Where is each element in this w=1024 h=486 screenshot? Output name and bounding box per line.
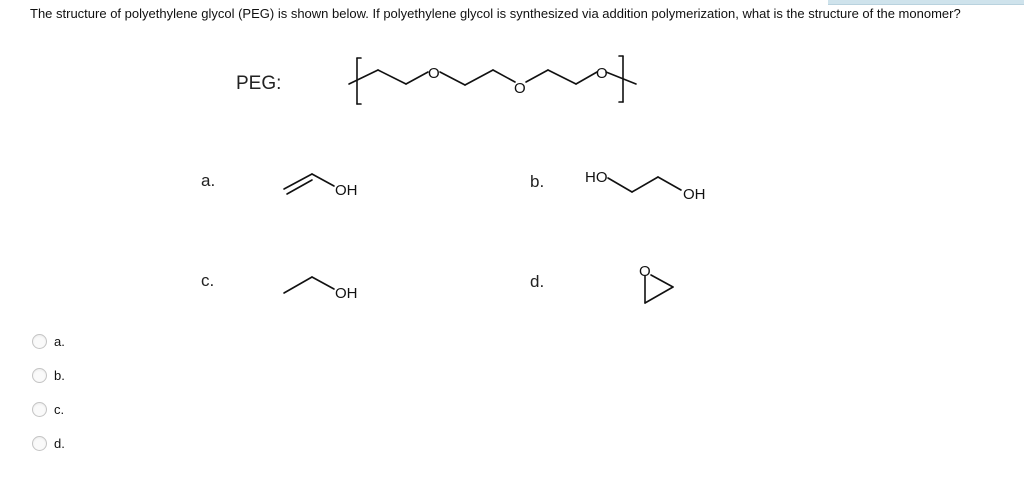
answer-label-b: b. xyxy=(54,367,65,383)
answer-label-a: a. xyxy=(54,333,65,349)
top-banner-edge xyxy=(828,0,1024,5)
answer-choices: a. b. c. d. xyxy=(32,324,65,460)
question-figure: PEG: xyxy=(201,55,706,304)
structure-a xyxy=(283,173,335,195)
question-text: The structure of polyethylene glycol (PE… xyxy=(30,6,961,21)
peg-structure xyxy=(348,55,637,105)
peg-label: PEG: xyxy=(236,73,282,94)
answer-option-d[interactable]: d. xyxy=(32,426,65,460)
radio-button-c[interactable] xyxy=(32,401,47,417)
radio-button-b[interactable] xyxy=(32,367,47,383)
peg-oxygen-3: O xyxy=(596,65,608,82)
structure-b-oh: OH xyxy=(683,186,706,203)
option-b-label: b. xyxy=(530,172,545,191)
answer-option-c[interactable]: c. xyxy=(32,392,65,426)
radio-button-d[interactable] xyxy=(32,435,47,451)
option-c-label: c. xyxy=(201,271,215,290)
peg-oxygen-2: O xyxy=(514,80,526,97)
chemical-structures: O O O OH HO OH OH O xyxy=(283,55,706,304)
structure-c-oh: OH xyxy=(335,285,358,302)
structure-d xyxy=(644,274,674,304)
answer-label-d: d. xyxy=(54,435,65,451)
peg-oxygen-1: O xyxy=(428,65,440,82)
structure-c xyxy=(283,276,335,294)
answer-option-a[interactable]: a. xyxy=(32,324,65,358)
answer-option-b[interactable]: b. xyxy=(32,358,65,392)
answer-label-c: c. xyxy=(54,401,65,417)
structure-a-oh: OH xyxy=(335,182,358,199)
structure-d-oxygen: O xyxy=(639,263,651,280)
radio-button-a[interactable] xyxy=(32,333,47,349)
structure-b xyxy=(607,176,682,193)
option-d-label: d. xyxy=(530,272,545,291)
option-a-label: a. xyxy=(201,171,216,190)
structure-b-ho: HO xyxy=(585,169,608,186)
